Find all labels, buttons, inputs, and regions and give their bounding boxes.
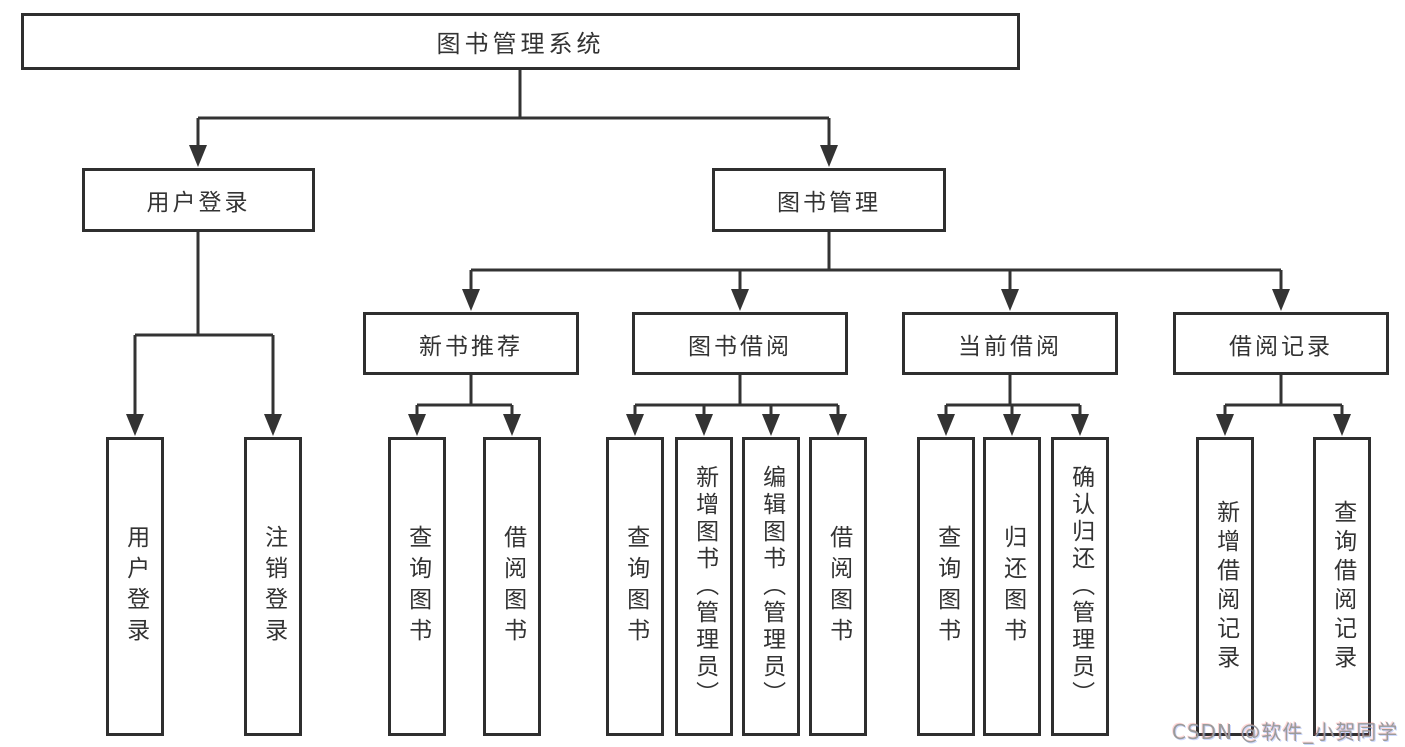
node-label: 用户登录 [122, 524, 149, 649]
node-leaf-search-borrow-record: 查询借阅记录 [1313, 437, 1371, 736]
node-label: 查询图书 [622, 524, 649, 649]
arrow-icon [937, 414, 955, 436]
node-leaf-user-login: 用户登录 [106, 437, 164, 736]
node-label: 新书推荐 [419, 333, 523, 360]
arrow-icon [1333, 414, 1351, 436]
connector-root-branch [196, 70, 831, 149]
arrow-icon [820, 145, 838, 167]
arrow-icon [762, 414, 780, 436]
node-leaf-search-books-current: 查询图书 [917, 437, 975, 736]
node-leaf-confirm-return-admin: 确认归还（管理员） [1051, 437, 1109, 736]
node-label: 图书管理 [777, 190, 881, 216]
arrow-icon [695, 414, 713, 436]
node-label: 新增图书（管理员） [691, 465, 718, 708]
node-leaf-borrow-books-recommend: 借阅图书 [483, 437, 541, 736]
connector-borrowing-records-branch [1223, 375, 1344, 418]
arrow-icon [126, 414, 144, 436]
node-current-borrowing: 当前借阅 [902, 312, 1118, 375]
node-leaf-search-books-recommend: 查询图书 [388, 437, 446, 736]
node-book-management: 图书管理 [712, 168, 946, 232]
node-leaf-logout: 注销登录 [244, 437, 302, 736]
node-label: 确认归还（管理员） [1067, 465, 1094, 708]
arrow-icon [462, 289, 480, 311]
node-system-root: 图书管理系统 [21, 13, 1020, 70]
connector-book-management-branch [469, 232, 1283, 293]
node-label: 查询图书 [933, 524, 960, 649]
arrow-icon [829, 414, 847, 436]
node-label: 用户登录 [146, 190, 251, 216]
arrow-icon [264, 414, 282, 436]
node-label: 当前借阅 [958, 333, 1062, 360]
node-label: 图书管理系统 [436, 30, 605, 58]
arrow-icon [626, 414, 644, 436]
node-label: 借阅图书 [825, 524, 852, 649]
arrow-icon [1003, 414, 1021, 436]
node-label: 查询借阅记录 [1329, 499, 1356, 674]
connector-current-borrowing-branch [944, 375, 1082, 418]
arrow-icon [408, 414, 426, 436]
connector-book-borrowing-branch [633, 375, 840, 418]
node-label: 查询图书 [404, 524, 431, 649]
node-leaf-return-books: 归还图书 [983, 437, 1041, 736]
node-leaf-search-books-borrowing: 查询图书 [606, 437, 664, 736]
node-borrowing-records: 借阅记录 [1173, 312, 1389, 375]
arrow-icon [1071, 414, 1089, 436]
node-leaf-borrow-books-borrowing: 借阅图书 [809, 437, 867, 736]
arrow-icon [503, 414, 521, 436]
node-book-borrowing: 图书借阅 [632, 312, 848, 375]
node-label: 借阅记录 [1229, 333, 1333, 360]
csdn-watermark: CSDN @软件_小贺同学 [1172, 720, 1399, 744]
connector-user-login-branch [133, 232, 275, 418]
node-new-book-recommendation: 新书推荐 [363, 312, 579, 375]
node-label: 借阅图书 [499, 524, 526, 649]
arrow-icon [1216, 414, 1234, 436]
node-leaf-add-borrow-record: 新增借阅记录 [1196, 437, 1254, 736]
node-label: 新增借阅记录 [1212, 499, 1239, 674]
node-label: 归还图书 [999, 524, 1026, 649]
arrow-icon [731, 289, 749, 311]
node-user-login: 用户登录 [82, 168, 315, 232]
node-label: 注销登录 [260, 524, 287, 649]
arrow-icon [1001, 289, 1019, 311]
arrow-icon [189, 145, 207, 167]
node-label: 编辑图书（管理员） [758, 465, 785, 708]
connector-new-book-branch [415, 375, 514, 418]
node-label: 图书借阅 [688, 333, 792, 360]
node-leaf-edit-books-admin: 编辑图书（管理员） [742, 437, 800, 736]
node-leaf-add-books-admin: 新增图书（管理员） [675, 437, 733, 736]
arrow-icon [1272, 289, 1290, 311]
